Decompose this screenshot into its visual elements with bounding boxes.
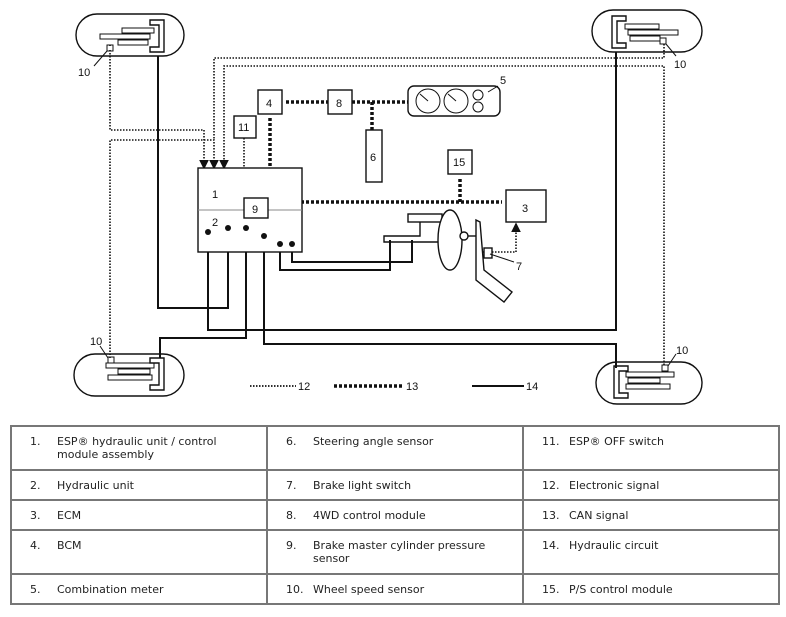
wheel-rear-right [595,361,703,405]
callout-13: 13 [406,381,418,393]
callout-15: 15 [453,157,465,169]
wheel-front-left [75,13,185,57]
ecm-box [505,189,547,223]
legend-text: CAN signal [569,509,629,522]
legend-number: 14. [542,539,560,552]
legend-number: 6. [286,435,297,448]
legend-text: Electronic signal [569,479,660,492]
combination-meter [407,85,501,117]
legend-cell: 9. Brake master cylinder pressure sensor [266,529,524,575]
legend-cell: 1. ESP® hydraulic unit / control module a… [10,425,268,471]
legend-number: 2. [30,479,41,492]
callout-12: 12 [298,381,310,393]
wheel-front-right [591,9,703,53]
legend-text: Brake master cylinder pressure sensor [313,539,486,565]
legend-number: 1. [30,435,41,448]
legend-cell: 15. P/S control module [522,573,780,605]
legend-number: 7. [286,479,297,492]
legend-cell: 5. Combination meter [10,573,268,605]
legend-number: 4. [30,539,41,552]
bcm-box [257,89,283,115]
legend-number: 15. [542,583,560,596]
hydraulic-lines [157,52,617,368]
callout-10-fl: 10 [78,67,90,79]
legend-number: 3. [30,509,41,522]
callout-11: 11 [238,122,249,134]
legend-row: 2. Hydraulic unit 7. Brake light switch 12… [10,469,780,501]
callout-3: 3 [522,203,528,215]
callout-10-rl: 10 [90,336,102,348]
legend-text: Steering angle sensor [313,435,434,448]
callout-4: 4 [266,98,272,110]
legend-cell: 12. Electronic signal [522,469,780,501]
legend-cell: 4. BCM [10,529,268,575]
legend-cell: 8. 4WD control module [266,499,524,531]
callout-8: 8 [336,98,342,110]
callout-7: 7 [516,261,522,273]
electronic-signal-lines [109,44,665,365]
legend-text: ESP® OFF switch [569,435,664,448]
leader-lines [93,43,677,367]
brake-pedal-assembly [383,209,513,303]
legend-text: ESP® hydraulic unit / control module ass… [57,435,217,461]
esp-off-switch-box [233,115,257,139]
legend-row: 5. Combination meter 10. Wheel speed senso… [10,573,780,605]
legend-cell: 6. Steering angle sensor [266,425,524,471]
callout-14: 14 [526,381,538,393]
callout-6: 6 [370,152,376,164]
legend-text: BCM [57,539,82,552]
legend-cell: 13. CAN signal [522,499,780,531]
legend-cell: 10. Wheel speed sensor [266,573,524,605]
system-diagram: 1 2 3 4 5 6 7 8 9 10 10 10 10 11 12 13 1… [73,9,703,405]
legend-text: ECM [57,509,82,522]
legend-text: Wheel speed sensor [313,583,425,596]
esp-module [197,167,303,253]
callout-1: 1 [212,189,218,201]
legend-number: 9. [286,539,297,552]
callout-10-rr: 10 [676,345,688,357]
legend-number: 8. [286,509,297,522]
legend-table: 1. ESP® hydraulic unit / control module a… [10,425,780,605]
callout-5: 5 [500,75,506,87]
legend-number: 11. [542,435,560,448]
ps-module-box [447,149,473,175]
callout-9: 9 [252,204,258,216]
legend-text: Brake light switch [313,479,412,492]
legend-number: 12. [542,479,560,492]
legend-cell: 14. Hydraulic circuit [522,529,780,575]
legend-text: Hydraulic circuit [569,539,659,552]
legend-text: Hydraulic unit [57,479,134,492]
legend-cell: 11. ESP® OFF switch [522,425,780,471]
legend-number: 5. [30,583,41,596]
callout-2: 2 [212,217,218,229]
legend-number: 13. [542,509,560,522]
legend-row: 3. ECM 8. 4WD control module 13. CAN signal [10,499,780,531]
legend-text: 4WD control module [313,509,426,522]
wheel-rear-left [73,353,185,397]
legend-text: Combination meter [57,583,164,596]
legend-row: 1. ESP® hydraulic unit / control module a… [10,425,780,471]
legend-row: 4. BCM 9. Brake master cylinder pressure s… [10,529,780,575]
legend-number: 10. [286,583,304,596]
callout-10-fr: 10 [674,59,686,71]
legend-cell: 2. Hydraulic unit [10,469,268,501]
legend-cell: 7. Brake light switch [266,469,524,501]
steering-sensor-box [365,129,383,183]
legend-cell: 3. ECM [10,499,268,531]
4wd-module-box [327,89,353,115]
legend-text: P/S control module [569,583,673,596]
